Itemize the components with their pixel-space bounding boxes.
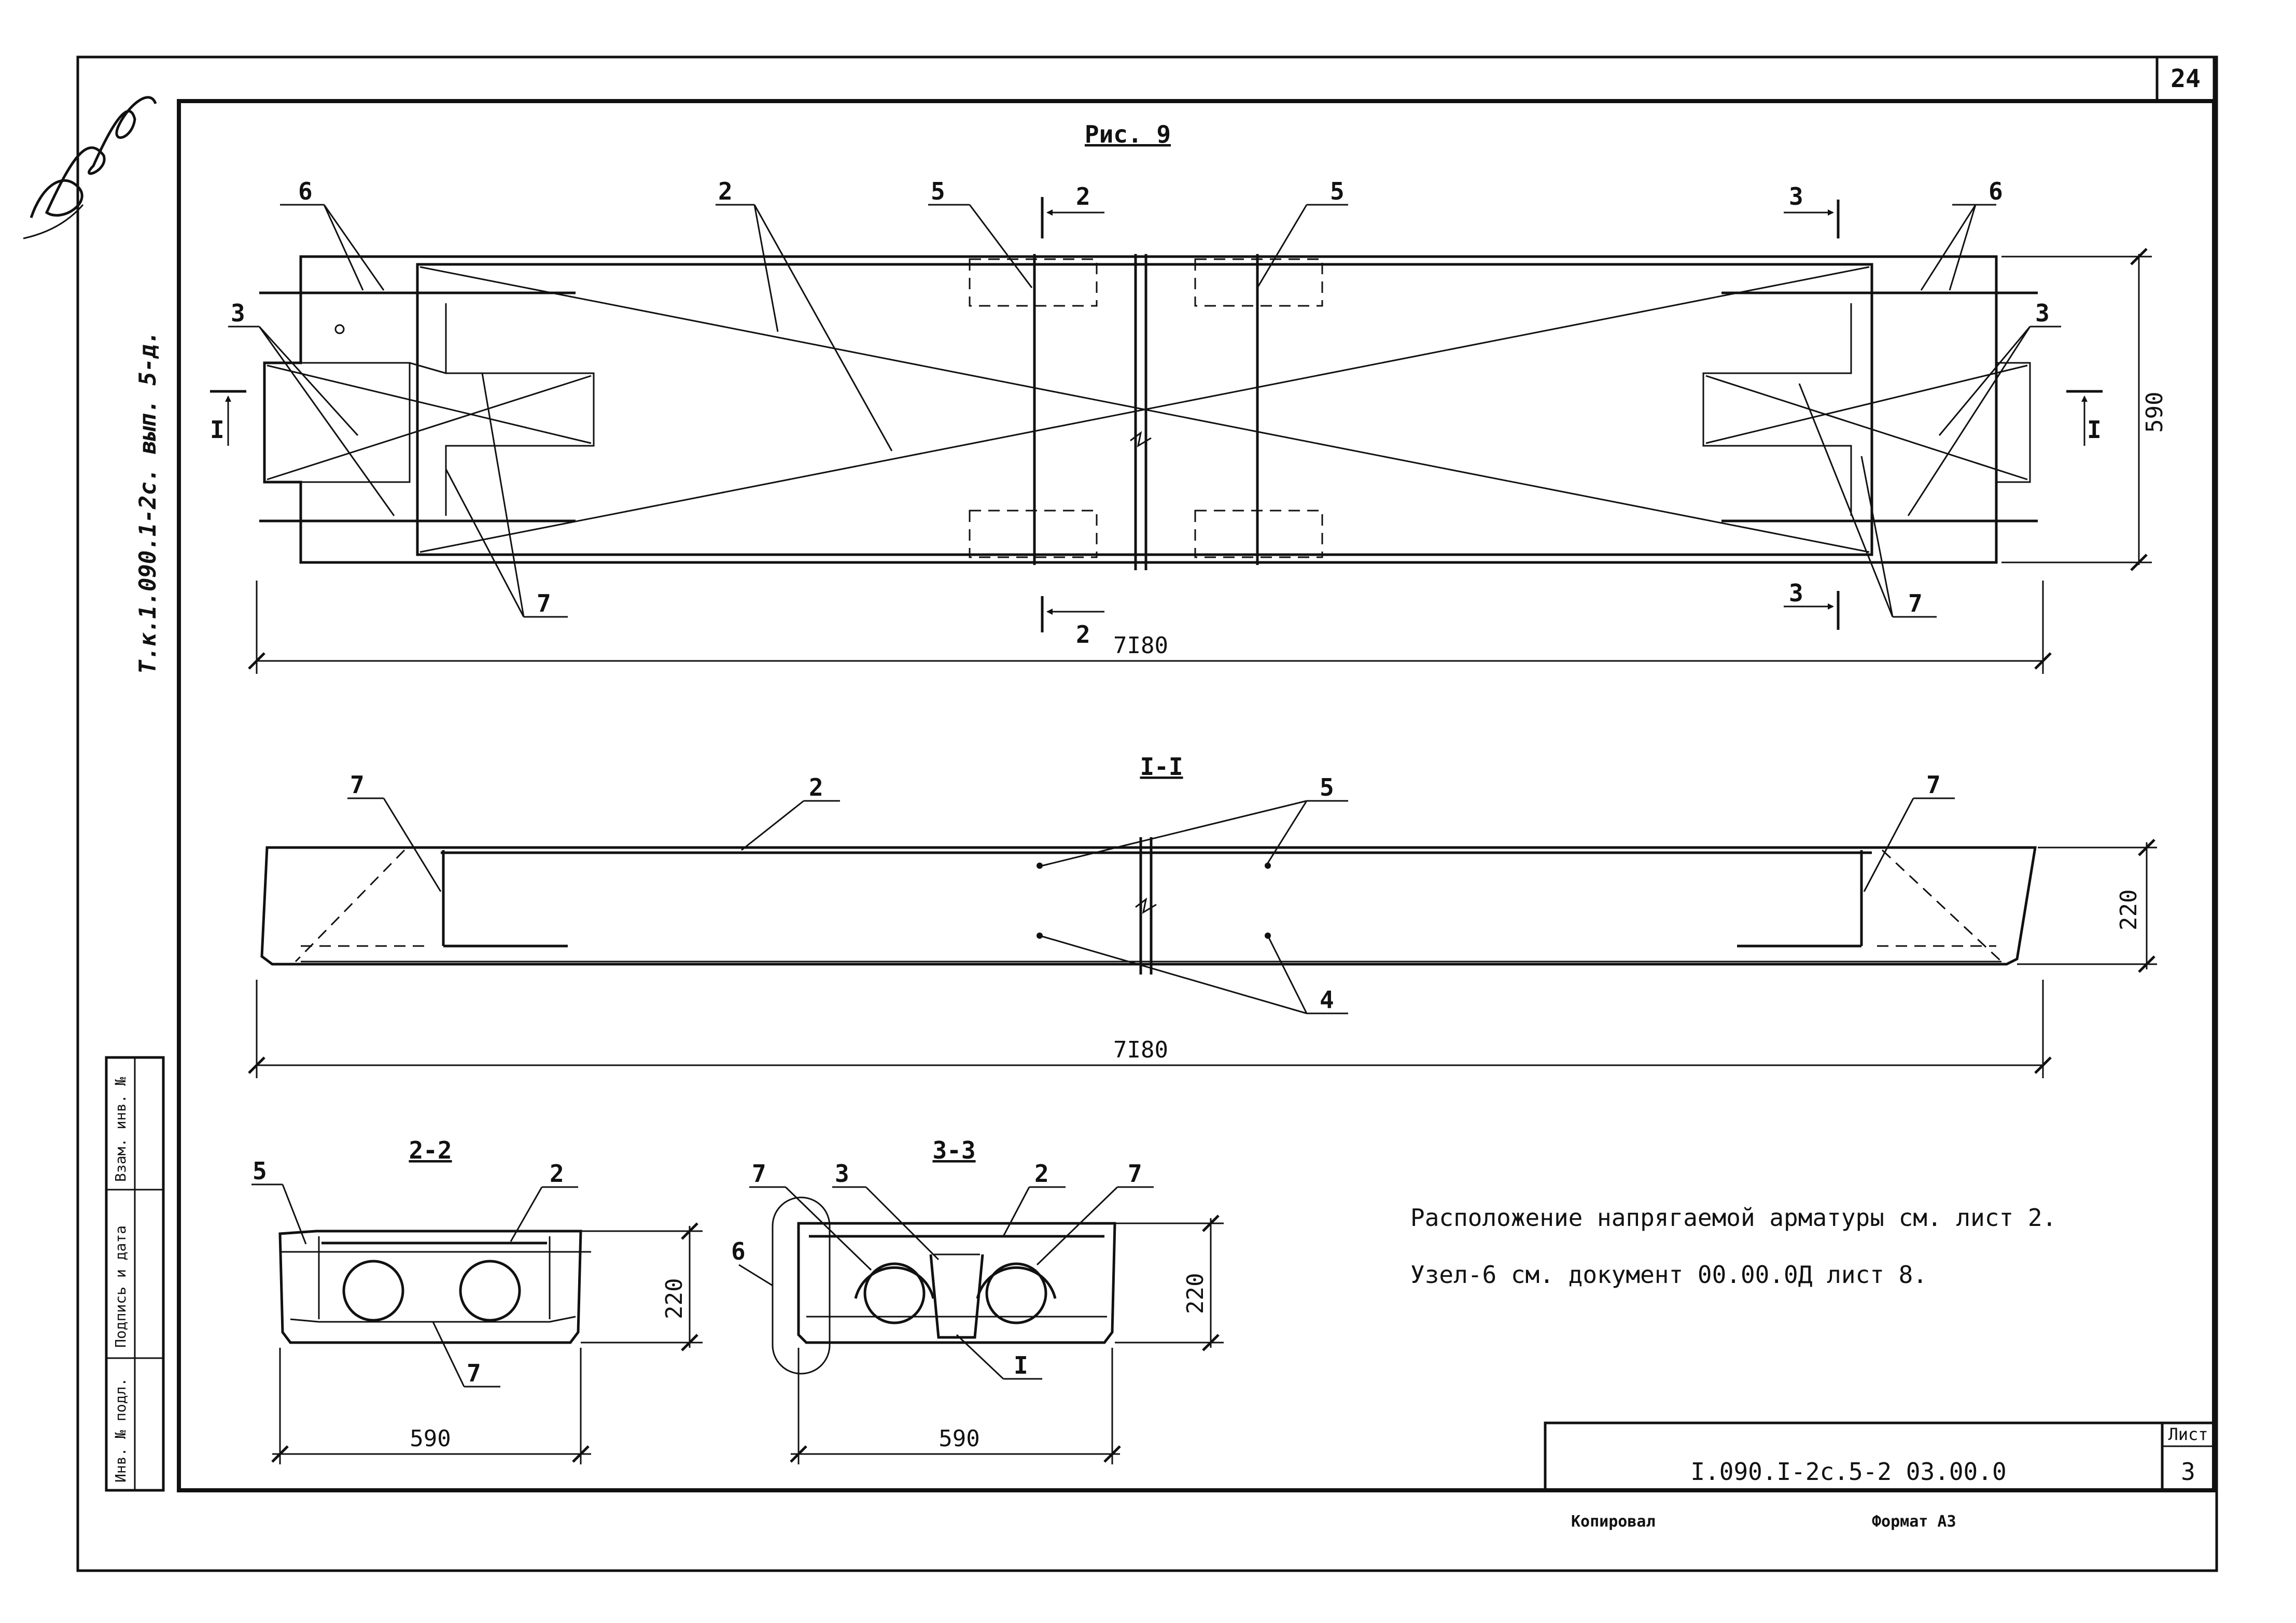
callout-7-s3-left: 7 <box>752 1160 766 1188</box>
title-block: I.090.I-2c.5-2 03.00.0 Лист 3 <box>1544 1421 2216 1492</box>
callout-3-left: 3 <box>231 299 245 327</box>
figure-title: Рис. 9 <box>1085 120 1171 148</box>
section-2-title: 2-2 <box>409 1136 452 1164</box>
callout-7-left: 7 <box>537 589 551 617</box>
signature <box>23 96 157 239</box>
sheet-label: Лист <box>2168 1424 2208 1444</box>
footer-copied: Копировал <box>1571 1513 1656 1531</box>
section-mark-3-bottom: 3 <box>1789 579 1803 607</box>
stamp-inv-no: Инв. № подл. <box>112 1378 129 1483</box>
stamp-column: Инв. № подл. Подпись и дата Взам. инв. № <box>105 1056 165 1492</box>
section-1-view <box>260 837 2037 975</box>
callout-3-right: 3 <box>2035 299 2050 327</box>
callout-7-s1-right: 7 <box>1926 771 1941 799</box>
callout-2-s3: 2 <box>1034 1160 1049 1188</box>
callout-6-left: 6 <box>298 177 313 205</box>
callout-7-s3-right: 7 <box>1128 1160 1142 1188</box>
stamp-sign-date: Подпись и дата <box>112 1225 129 1348</box>
section-mark-2-top: 2 <box>1076 182 1090 210</box>
plan-width-dim: 590 <box>2141 392 2168 433</box>
section-2-view <box>278 1230 591 1344</box>
plan-dimensions: 7I80 590 <box>248 248 2168 674</box>
section-1-title: I-I <box>1140 753 1183 781</box>
callout-5-right: 5 <box>1330 177 1345 205</box>
section-3-width-dim: 590 <box>939 1426 979 1452</box>
plan-callouts: 6 2 5 5 3 6 3 7 7 <box>228 177 2061 618</box>
section-mark-3-top: 3 <box>1789 182 1803 210</box>
section-1-dimensions: 7I80 220 <box>248 839 2157 1078</box>
callout-3-s3: 3 <box>835 1160 849 1188</box>
callout-7-s1-left: 7 <box>350 771 365 799</box>
plan-length-dim: 7I80 <box>1113 632 1168 659</box>
section-mark-I-right: I <box>2087 416 2102 444</box>
footer-format: Формат А3 <box>1872 1513 1956 1531</box>
callout-7-s2: 7 <box>467 1359 481 1387</box>
section-3-dimensions: 590 220 <box>790 1215 1224 1464</box>
section-1-height-dim: 220 <box>2116 890 2142 930</box>
document-code: I.090.I-2c.5-2 03.00.0 <box>1690 1458 2006 1486</box>
section-mark-2-bottom: 2 <box>1076 620 1090 648</box>
side-inscription: Т.к.1.090.1-2с. вып. 5-д. <box>135 331 161 674</box>
callout-5-left: 5 <box>931 177 945 205</box>
sheet-number: 3 <box>2181 1458 2195 1486</box>
sheet-frame <box>76 55 2218 1572</box>
section-2-height-dim: 220 <box>661 1278 688 1319</box>
callout-6-right: 6 <box>1989 177 2003 205</box>
section-1-length-dim: 7I80 <box>1113 1037 1168 1063</box>
page-number: 24 <box>2171 64 2201 93</box>
section-2-callouts: 5 2 7 <box>251 1157 578 1388</box>
section-1-callouts: 7 2 5 7 4 <box>347 771 1955 1014</box>
section-2-dimensions: 590 220 <box>271 1222 703 1464</box>
page-number-box: 24 <box>2155 55 2216 103</box>
plan-section-marks: 2 2 3 3 I I <box>210 182 2103 648</box>
section-mark-I-left: I <box>210 416 225 444</box>
callout-2-s1: 2 <box>809 773 823 801</box>
callout-I-s3: I <box>1014 1351 1028 1379</box>
section-2-width-dim: 590 <box>410 1426 451 1452</box>
note-node-6: Узел-6 см. документ 00.00.0Д лист 8. <box>1410 1261 1927 1289</box>
section-3-callouts: 7 3 2 7 6 I <box>731 1160 1154 1380</box>
stamp-replace-inv: Взам. инв. № <box>112 1077 129 1182</box>
plan-view <box>259 254 2038 570</box>
callout-5-s1: 5 <box>1320 773 1334 801</box>
section-3-title: 3-3 <box>932 1136 975 1164</box>
callout-5-s2: 5 <box>253 1157 267 1185</box>
callout-2-s2: 2 <box>550 1160 564 1188</box>
section-3-height-dim: 220 <box>1182 1273 1209 1314</box>
note-reinforcement: Расположение напрягаемой арматуры см. ли… <box>1410 1204 2056 1232</box>
callout-6-s3: 6 <box>731 1237 746 1265</box>
callout-7-right: 7 <box>1908 589 1923 617</box>
callout-2-plan: 2 <box>718 177 733 205</box>
callout-4-s1: 4 <box>1320 986 1334 1014</box>
